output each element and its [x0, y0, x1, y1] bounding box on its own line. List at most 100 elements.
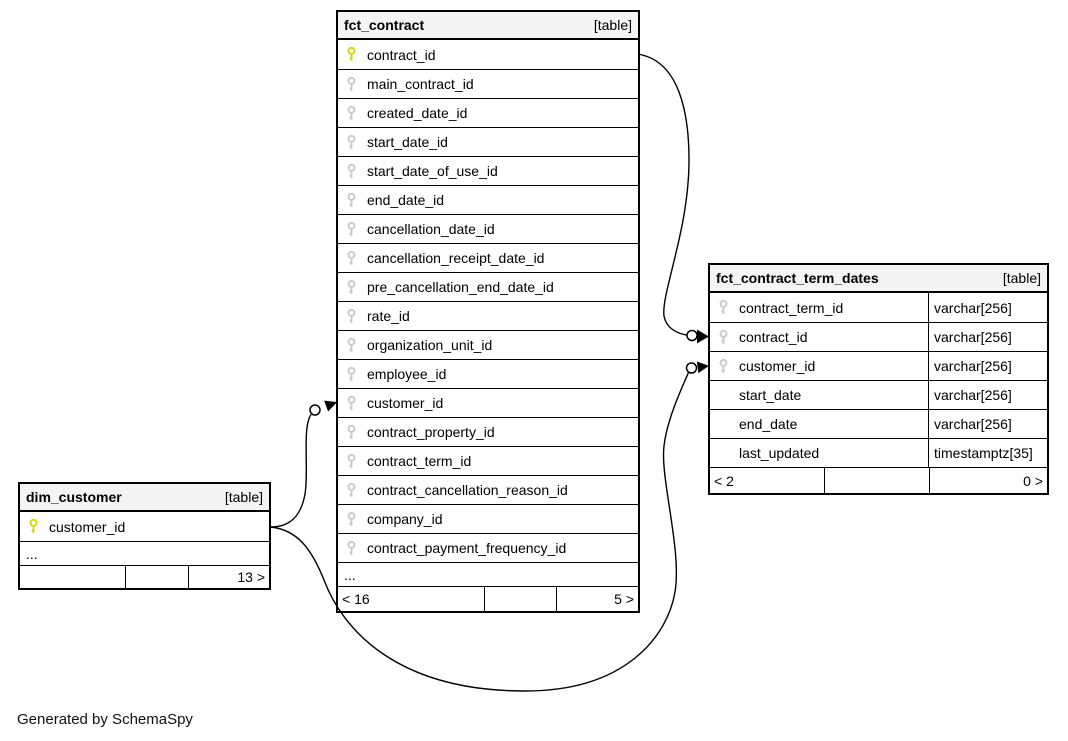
- table-footer: < 2 0 >: [710, 467, 1047, 493]
- table-name[interactable]: fct_contract: [344, 17, 425, 33]
- column-name-cell: contract_term_id: [710, 293, 929, 322]
- column-name: main_contract_id: [367, 76, 474, 92]
- column-row[interactable]: employee_id: [338, 359, 638, 388]
- column-name: customer_id: [367, 395, 444, 411]
- column-name: contract_id: [367, 46, 436, 63]
- more-columns-ellipsis[interactable]: ...: [338, 562, 638, 586]
- column-row[interactable]: created_date_id: [338, 98, 638, 127]
- column-name: created_date_id: [367, 105, 468, 121]
- children-count[interactable]: [20, 566, 125, 588]
- column-name-cell: end_date: [710, 410, 929, 438]
- column-type: varchar[256]: [934, 416, 1012, 432]
- column-row[interactable]: contract_term_id varchar[256]: [710, 293, 1047, 322]
- column-name: customer_id: [739, 358, 816, 374]
- index-key-icon: [347, 221, 356, 236]
- column-row[interactable]: start_date varchar[256]: [710, 380, 1047, 409]
- column-name: start_date_of_use_id: [367, 163, 498, 179]
- index-key-icon: [347, 105, 356, 120]
- more-columns-ellipsis[interactable]: ...: [20, 541, 269, 565]
- column-row[interactable]: end_date varchar[256]: [710, 409, 1047, 438]
- column-row[interactable]: organization_unit_id: [338, 330, 638, 359]
- index-key-icon: [347, 134, 356, 149]
- column-row[interactable]: main_contract_id: [338, 69, 638, 98]
- key-icon-spacer: [718, 387, 729, 404]
- index-key-icon: [347, 453, 356, 468]
- footer-spacer: [125, 566, 188, 588]
- column-row[interactable]: company_id: [338, 504, 638, 533]
- column-row[interactable]: end_date_id: [338, 185, 638, 214]
- table-header[interactable]: fct_contract_term_dates [table]: [710, 265, 1047, 293]
- column-name: contract_cancellation_reason_id: [367, 482, 568, 498]
- primary-key-icon: [29, 518, 38, 533]
- column-row[interactable]: contract_property_id: [338, 417, 638, 446]
- column-row[interactable]: start_date_id: [338, 127, 638, 156]
- column-name-cell: last_updated: [710, 439, 929, 467]
- parents-count[interactable]: 5 >: [556, 587, 638, 611]
- index-key-icon: [347, 192, 356, 207]
- footer-spacer: [824, 468, 929, 493]
- children-count[interactable]: < 16: [342, 591, 370, 607]
- children-count[interactable]: < 2: [714, 472, 734, 489]
- column-type: varchar[256]: [934, 387, 1012, 403]
- index-key-icon: [347, 337, 356, 352]
- column-row[interactable]: cancellation_date_id: [338, 214, 638, 243]
- column-name-cell: start_date: [710, 381, 929, 409]
- column-row[interactable]: customer_id varchar[256]: [710, 351, 1047, 380]
- column-row[interactable]: last_updated timestamptz[35]: [710, 438, 1047, 467]
- column-row[interactable]: contract_term_id: [338, 446, 638, 475]
- primary-key-icon: [347, 46, 356, 61]
- column-name: contract_term_id: [739, 299, 844, 316]
- table-header[interactable]: fct_contract [table]: [338, 12, 638, 40]
- column-row[interactable]: cancellation_receipt_date_id: [338, 243, 638, 272]
- index-key-icon: [347, 540, 356, 555]
- column-row[interactable]: contract_id varchar[256]: [710, 322, 1047, 351]
- column-name: rate_id: [367, 308, 410, 324]
- column-name: cancellation_receipt_date_id: [367, 250, 545, 266]
- column-name-cell: customer_id: [710, 352, 929, 380]
- column-row[interactable]: contract_id: [338, 40, 638, 69]
- generated-by-credit: Generated by SchemaSpy: [17, 711, 193, 728]
- index-key-icon: [347, 279, 356, 294]
- table-type-badge: [table]: [224, 489, 263, 505]
- column-name: cancellation_date_id: [367, 221, 495, 237]
- column-name: contract_property_id: [367, 424, 495, 440]
- column-row[interactable]: start_date_of_use_id: [338, 156, 638, 185]
- parents-count[interactable]: 0 >: [929, 468, 1047, 493]
- relation-contract-id: [639, 53, 710, 344]
- column-name: organization_unit_id: [367, 337, 493, 353]
- table-name[interactable]: fct_contract_term_dates: [716, 270, 879, 286]
- table-dim-customer: dim_customer [table] customer_id ... 13 …: [18, 482, 271, 590]
- parents-count[interactable]: 13 >: [188, 566, 269, 588]
- key-icon-spacer: [718, 416, 729, 433]
- column-name: contract_id: [739, 329, 808, 345]
- column-row[interactable]: rate_id: [338, 301, 638, 330]
- index-key-icon: [719, 299, 728, 314]
- column-row[interactable]: customer_id: [338, 388, 638, 417]
- column-row[interactable]: contract_cancellation_reason_id: [338, 475, 638, 504]
- column-name: contract_payment_frequency_id: [367, 540, 567, 556]
- column-name: start_date: [739, 387, 802, 403]
- column-name: customer_id: [49, 518, 126, 535]
- column-row[interactable]: contract_payment_frequency_id: [338, 533, 638, 562]
- index-key-icon: [347, 250, 356, 265]
- column-name: start_date_id: [367, 134, 448, 150]
- column-name: contract_term_id: [367, 453, 472, 469]
- table-header[interactable]: dim_customer [table]: [20, 484, 269, 512]
- column-row[interactable]: pre_cancellation_end_date_id: [338, 272, 638, 301]
- table-footer: 13 >: [20, 565, 269, 588]
- table-type-badge: [table]: [593, 17, 632, 33]
- index-key-icon: [347, 482, 356, 497]
- column-type: timestamptz[35]: [934, 445, 1033, 461]
- table-fct-contract: fct_contract [table] contract_id main_co…: [336, 10, 640, 613]
- table-footer: < 16 5 >: [338, 586, 638, 611]
- column-name: company_id: [367, 511, 443, 527]
- table-type-badge: [table]: [1002, 270, 1041, 286]
- index-key-icon: [347, 163, 356, 178]
- index-key-icon: [347, 308, 356, 323]
- index-key-icon: [347, 395, 356, 410]
- column-row[interactable]: customer_id: [20, 512, 269, 541]
- table-fct-contract-term-dates: fct_contract_term_dates [table] contract…: [708, 263, 1049, 495]
- table-name[interactable]: dim_customer: [26, 489, 122, 505]
- column-name: last_updated: [739, 445, 820, 461]
